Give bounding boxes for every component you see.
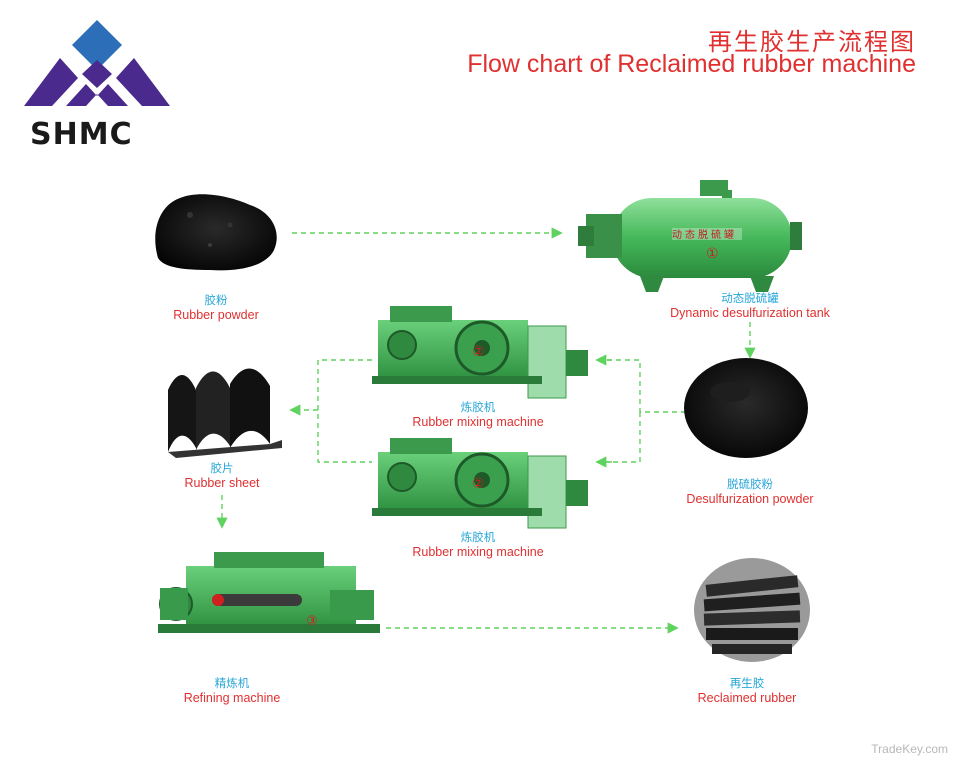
mixing-machine-1-image: ②: [372, 306, 588, 399]
label-sheet-en: Rubber sheet: [184, 476, 260, 490]
mixer-1-marker: ②: [472, 344, 485, 360]
label-rubber-powder: 胶粉 Rubber powder: [150, 293, 282, 323]
tank-marker: ①: [706, 246, 719, 262]
desulfurization-powder-image: [684, 358, 808, 458]
watermark: TradeKey.com: [871, 742, 948, 756]
label-tank-en: Dynamic desulfurization tank: [670, 306, 830, 320]
desulfurization-tank-image: ① 动态脱硫罐: [578, 180, 802, 292]
label-mixer-2-cn: 炼胶机: [460, 530, 496, 544]
title-english: Flow chart of Reclaimed rubber machine: [467, 50, 916, 78]
mixer-2-marker: ②: [472, 476, 485, 492]
label-mixer-1-en: Rubber mixing machine: [412, 415, 544, 429]
refining-machine-image: ③: [158, 552, 380, 633]
label-mixing-machine-1: 炼胶机 Rubber mixing machine: [370, 400, 586, 430]
label-tank-cn: 动态脱硫罐: [721, 291, 779, 305]
label-desulf-powder-en: Desulfurization powder: [686, 492, 814, 506]
rubber-powder-image: [155, 194, 277, 271]
label-sheet-cn: 胶片: [210, 461, 234, 475]
logo-text: SHMC: [30, 117, 133, 152]
flow-arrows: [216, 227, 756, 634]
arrow-desulf-powder-to-mixers: [600, 359, 686, 413]
label-refining-cn: 精炼机: [214, 676, 250, 690]
label-rubber-sheet: 胶片 Rubber sheet: [160, 461, 284, 491]
label-rubber-powder-cn: 胶粉: [204, 293, 228, 307]
label-desulfurization-powder: 脱硫胶粉 Desulfurization powder: [660, 477, 840, 507]
label-reclaimed-rubber: 再生胶 Reclaimed rubber: [680, 676, 814, 706]
label-desulfurization-tank: 动态脱硫罐 Dynamic desulfurization tank: [640, 291, 860, 321]
label-mixer-2-en: Rubber mixing machine: [412, 545, 544, 559]
rubber-sheet-image: [168, 368, 282, 458]
reclaimed-rubber-image: [694, 558, 810, 662]
mixing-machine-2-image: ②: [372, 438, 588, 529]
label-mixing-machine-2: 炼胶机 Rubber mixing machine: [370, 530, 586, 560]
label-refining-machine: 精炼机 Refining machine: [166, 676, 298, 706]
label-reclaimed-en: Reclaimed rubber: [697, 691, 797, 705]
label-refining-en: Refining machine: [183, 691, 281, 705]
shmc-logo-icon: [24, 20, 170, 106]
tank-painted-text: 动态脱硫罐: [672, 228, 737, 241]
title-chinese: 再生胶生产流程图: [708, 28, 916, 56]
label-reclaimed-cn: 再生胶: [729, 676, 765, 690]
label-rubber-powder-en: Rubber powder: [173, 308, 259, 322]
label-mixer-1-cn: 炼胶机: [460, 400, 496, 414]
arrow-mixers-to-sheet: [317, 359, 372, 463]
label-desulf-powder-cn: 脱硫胶粉: [727, 477, 773, 491]
refining-marker: ③: [306, 614, 318, 629]
